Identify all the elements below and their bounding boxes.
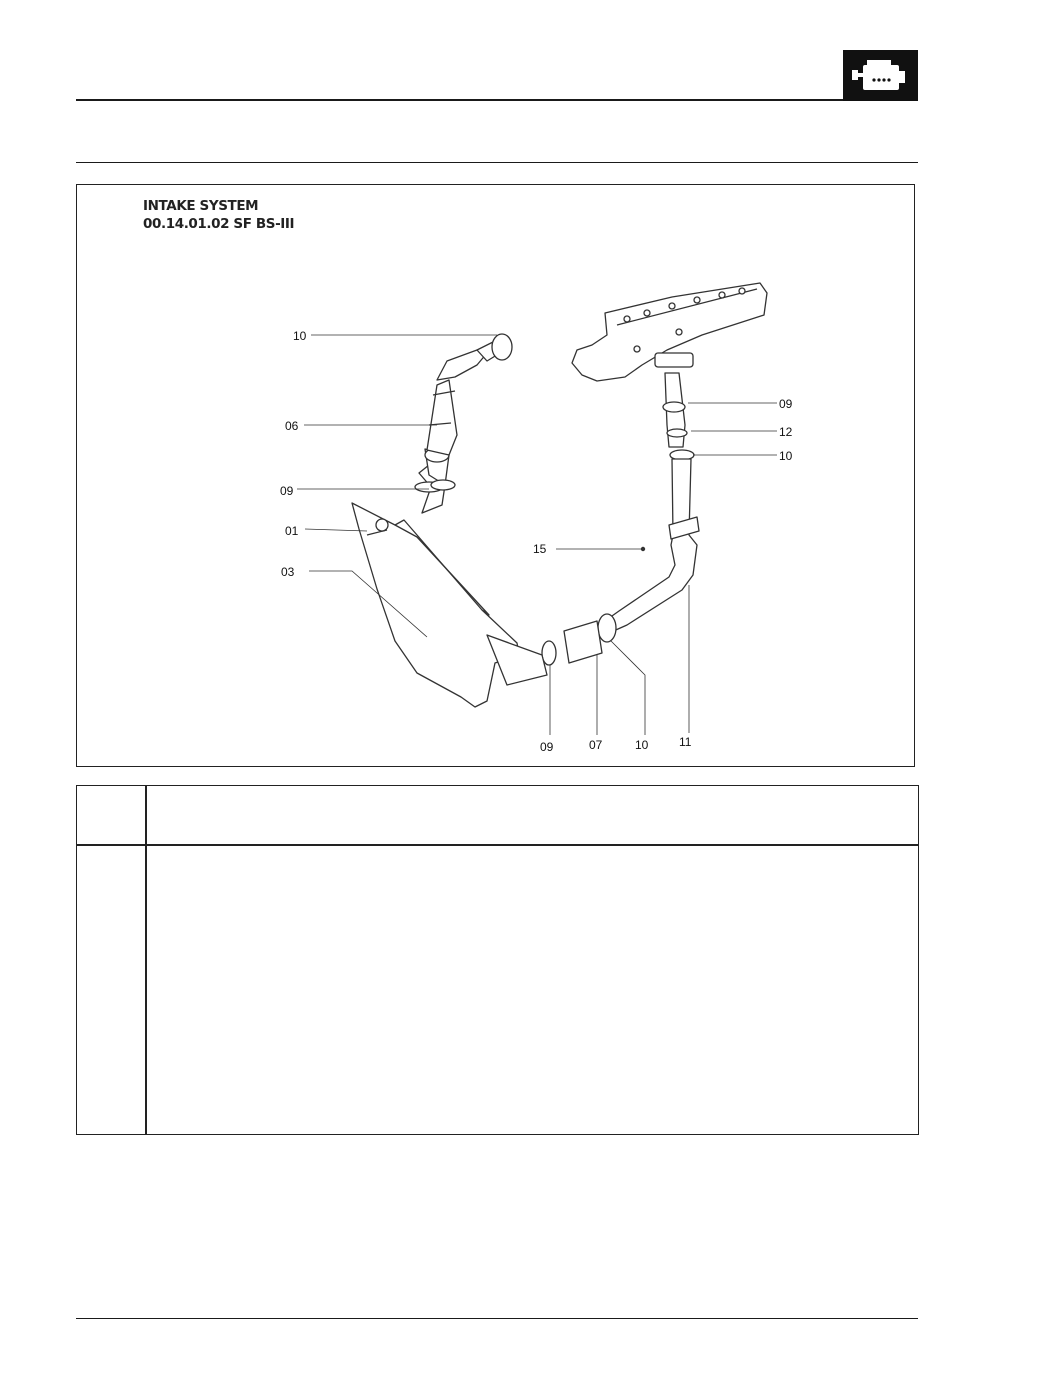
footer-rule bbox=[76, 1318, 918, 1319]
callout-10-top: 10 bbox=[293, 329, 307, 343]
engine-icon bbox=[843, 50, 918, 101]
callout-15: 15 bbox=[533, 542, 547, 556]
callout-07: 07 bbox=[589, 738, 603, 752]
callout-06: 06 bbox=[285, 419, 299, 433]
table-header-divider bbox=[77, 844, 918, 846]
callout-01: 01 bbox=[285, 524, 299, 538]
table-column-divider bbox=[145, 786, 147, 1134]
callout-09-bottom: 09 bbox=[540, 740, 554, 754]
diagram-title-name: INTAKE SYSTEM bbox=[143, 198, 259, 214]
intake-illustration: 10 06 09 01 03 15 09 12 10 09 07 10 11 bbox=[280, 282, 793, 754]
callout-12: 12 bbox=[779, 425, 793, 439]
callout-10-right: 10 bbox=[779, 449, 793, 463]
header-rule bbox=[76, 99, 918, 101]
diagram-title: INTAKE SYSTEM 00.14.01.02 SF BS-III bbox=[143, 197, 295, 233]
diagram-title-code: 00.14.01.02 SF BS-III bbox=[143, 216, 295, 232]
intake-system-diagram: INTAKE SYSTEM 00.14.01.02 SF BS-III bbox=[76, 184, 915, 767]
parts-table bbox=[76, 785, 919, 1135]
callout-03: 03 bbox=[281, 565, 295, 579]
callout-09-right: 09 bbox=[779, 397, 793, 411]
callout-09-left: 09 bbox=[280, 484, 294, 498]
section-rule bbox=[76, 162, 918, 163]
callout-11: 11 bbox=[679, 735, 692, 749]
callout-10-bottom: 10 bbox=[635, 738, 649, 752]
